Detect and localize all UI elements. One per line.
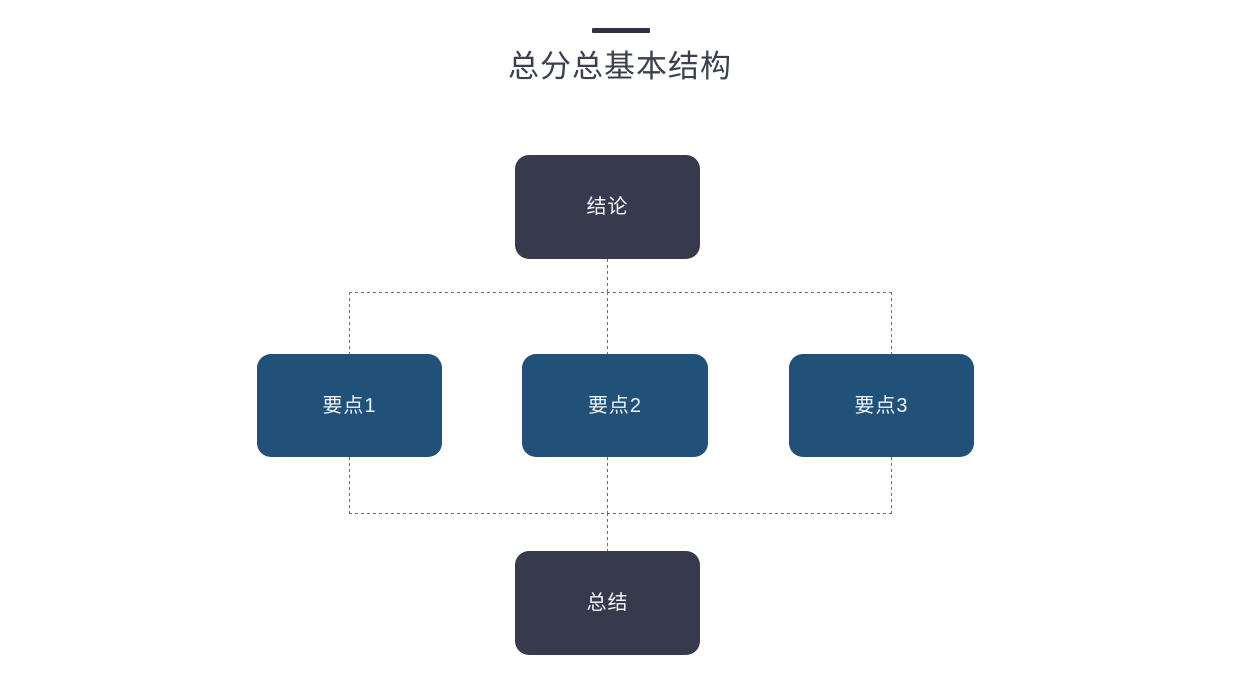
node-point-1-label: 要点1	[322, 394, 377, 417]
title-accent-rule	[592, 28, 650, 33]
page-title: 总分总基本结构	[508, 49, 732, 84]
node-conclusion-label: 结论	[586, 196, 629, 218]
node-point-2-label: 要点2	[587, 394, 643, 417]
node-summary-label: 总结	[586, 592, 629, 614]
node-point-3-label: 要点3	[854, 394, 909, 417]
node-point-2[interactable]: 要点2	[522, 354, 708, 457]
node-conclusion[interactable]: 结论	[515, 155, 700, 259]
node-summary[interactable]: 总结	[515, 551, 700, 655]
node-point-3[interactable]: 要点3	[789, 354, 974, 457]
node-point-1[interactable]: 要点1	[257, 354, 442, 457]
